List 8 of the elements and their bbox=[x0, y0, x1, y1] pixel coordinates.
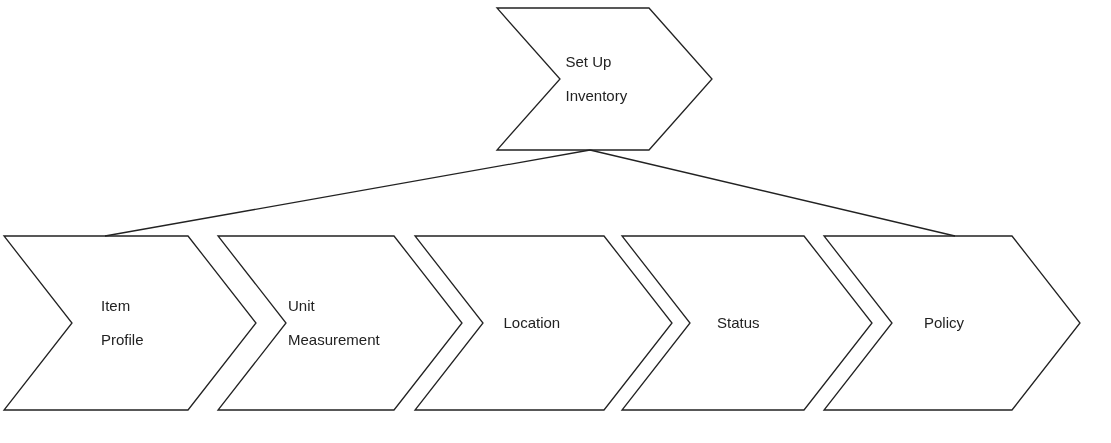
connector-line bbox=[104, 149, 591, 237]
node-label: Set Up Inventory bbox=[565, 51, 629, 106]
node-label: Status bbox=[717, 312, 761, 333]
node-label: Unit Measurement bbox=[288, 295, 381, 350]
node-label: Location bbox=[503, 312, 562, 333]
node-label: Item Profile bbox=[101, 295, 145, 350]
node-label: Policy bbox=[924, 312, 965, 333]
connector-line bbox=[589, 149, 956, 237]
